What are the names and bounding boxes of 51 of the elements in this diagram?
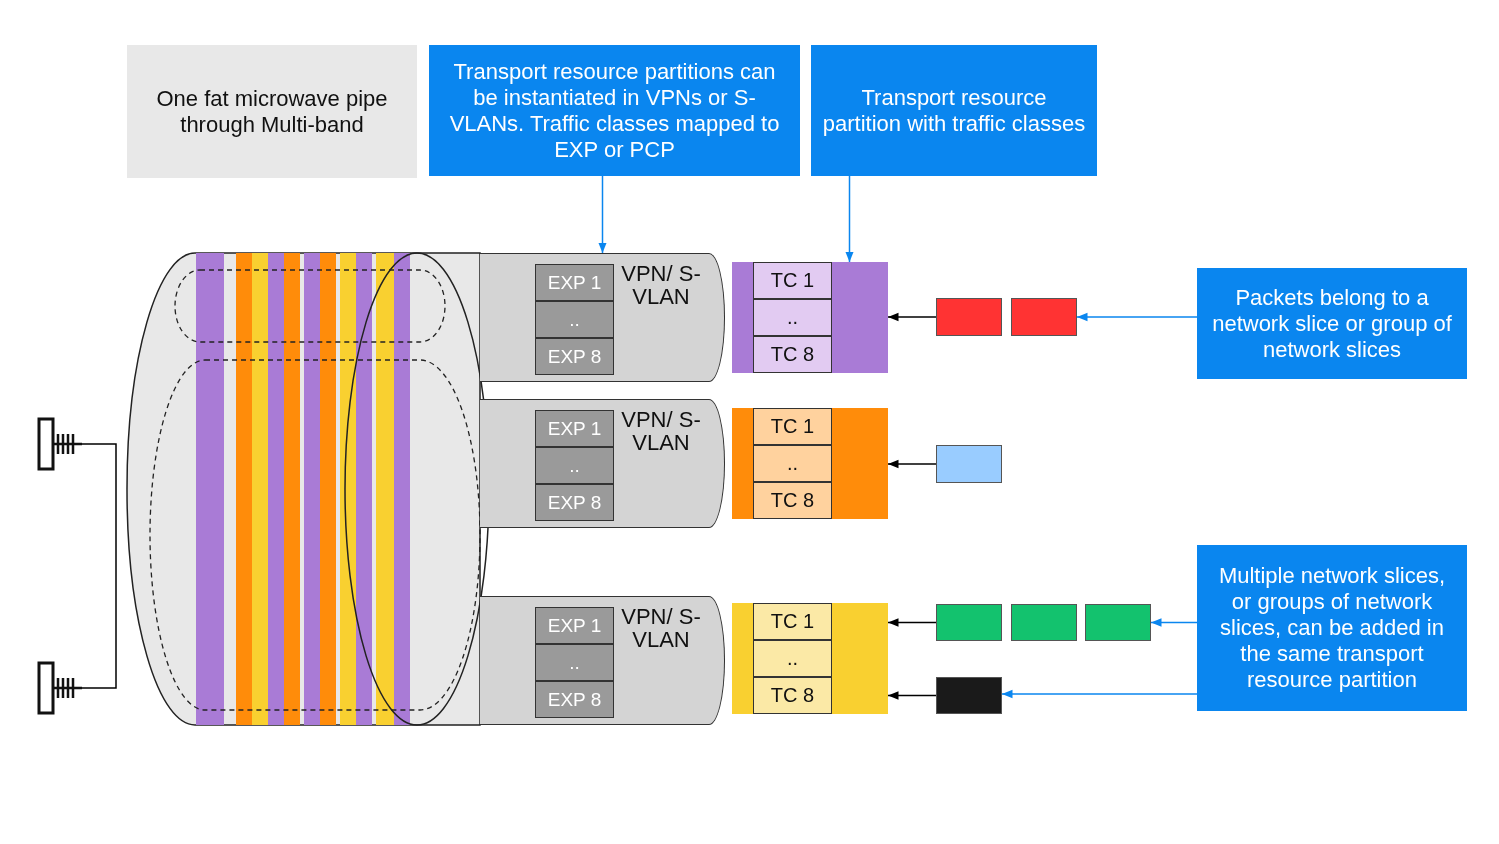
arrow — [845, 175, 854, 263]
arrow — [1001, 689, 1198, 699]
packet-block — [936, 604, 1002, 641]
tc-cell: .. — [753, 445, 832, 482]
tc-cell: TC 1 — [753, 262, 832, 299]
tc-cell: .. — [753, 640, 832, 677]
arrow — [887, 691, 937, 700]
callout-box: Transport resource partition with traffic classes — [811, 45, 1097, 176]
tc-cell: .. — [753, 299, 832, 336]
packet-block — [1011, 298, 1077, 336]
arrow — [1076, 312, 1198, 322]
packet-block — [936, 298, 1002, 336]
arrow — [887, 618, 937, 627]
partition-band — [732, 262, 888, 373]
partition-band — [732, 408, 888, 519]
exp-cell: EXP 1 — [535, 264, 614, 301]
pipe-segment — [480, 253, 725, 382]
vpn-label: VPN/ S-VLAN — [620, 605, 702, 651]
callout-box: Multiple network slices, or groups of network slices, can be added in the same transport resource partition — [1197, 545, 1467, 711]
vpn-label: VPN/ S-VLAN — [620, 262, 702, 308]
packet-block — [1085, 604, 1151, 641]
pipe-segment — [480, 399, 725, 528]
arrow — [887, 312, 937, 322]
tc-cell: TC 8 — [753, 482, 832, 519]
connector-line — [81, 443, 117, 689]
exp-cell: EXP 8 — [535, 484, 614, 521]
packet-block — [936, 677, 1002, 714]
vpn-label: VPN/ S-VLAN — [620, 408, 702, 454]
exp-cell: .. — [535, 301, 614, 338]
exp-cell: .. — [535, 447, 614, 484]
partition-band — [732, 603, 888, 714]
exp-cell: EXP 1 — [535, 607, 614, 644]
tc-cell: TC 1 — [753, 603, 832, 640]
antenna-icon — [36, 416, 82, 472]
text-panel: One fat microwave pipe through Multi-band — [127, 45, 417, 178]
exp-cell: EXP 1 — [535, 410, 614, 447]
exp-cell: .. — [535, 644, 614, 681]
exp-cell: EXP 8 — [535, 338, 614, 375]
tc-cell: TC 8 — [753, 336, 832, 373]
tc-cell: TC 1 — [753, 408, 832, 445]
callout-box: Transport resource partitions can be instantiated in VPNs or S-VLANs. Traffic classes mapped to EXP or PCP — [429, 45, 800, 176]
tc-cell: TC 8 — [753, 677, 832, 714]
pipe-segment — [480, 596, 725, 725]
arrow — [887, 459, 937, 469]
arrow — [598, 175, 607, 254]
exp-cell: EXP 8 — [535, 681, 614, 718]
callout-box: Packets belong to a network slice or group of network slices — [1197, 268, 1467, 379]
arrow — [1150, 618, 1198, 627]
packet-block — [1011, 604, 1077, 641]
antenna-icon — [36, 660, 82, 716]
packet-block — [936, 445, 1002, 483]
